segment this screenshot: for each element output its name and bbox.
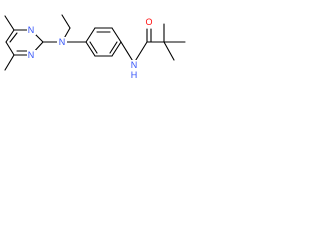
label-background [128,60,141,80]
amide-nitrogen-label: N [131,60,138,70]
methyl-bond-bottom [4,54,15,71]
bond [111,41,122,57]
bond [85,41,96,57]
ring-nitrogen-bottom-label: N [28,50,35,60]
tbutyl-methyl-bottom [163,41,175,61]
label-background [144,17,154,28]
bond-double-inner [89,41,98,54]
atom-labels: N N N N H O [27,17,154,80]
bond-double-inner [9,32,18,43]
bond [5,29,15,43]
bond [5,41,15,56]
label-background [57,37,67,47]
bond-double-inner [109,41,118,54]
bond [85,27,96,43]
ethyl-bond-2 [61,14,71,29]
amine-nitrogen-label: N [59,37,66,47]
bond [111,27,122,43]
ring-nitrogen-top-label: N [28,25,35,35]
methyl-bond-top [4,15,15,31]
bond-nh-to-carbonyl [133,41,148,64]
bond-phenyl-to-nh [120,41,135,64]
amide-hydrogen-label: H [131,70,138,80]
benzene-ring [85,27,122,57]
pivalamide-group [120,23,186,64]
chemical-structure-diagram: N N N N H O [4,14,186,80]
label-background [27,25,36,35]
pyrimidine-ring [4,15,44,71]
label-background [27,50,36,60]
carbonyl-oxygen-label: O [145,17,152,27]
